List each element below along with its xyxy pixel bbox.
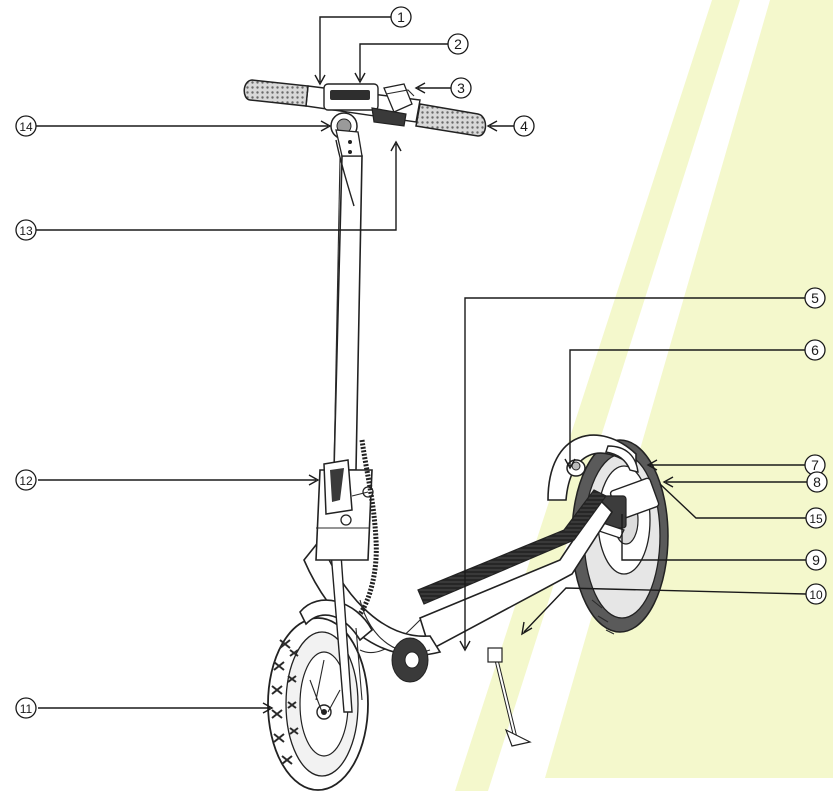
callout-2: 2 [447,33,469,55]
callout-4-label: 4 [520,118,528,134]
background-highlight [455,0,833,791]
leader-5 [464,297,805,648]
callout-7-label: 7 [811,457,819,473]
callout-12-label: 12 [19,474,33,488]
leader-10 [523,587,807,633]
callout-13-label: 13 [19,224,33,238]
callout-11-label: 11 [20,702,33,716]
handlebar [243,79,487,157]
arrowhead-7 [646,459,658,471]
leader-15 [659,483,806,519]
callout-5: 5 [804,287,826,309]
callout-15: 15 [805,507,827,529]
callout-3: 3 [450,77,472,99]
callout-14: 14 [15,115,37,137]
arrowhead-2 [354,72,366,84]
callout-markers: 1 2 3 4 5 6 7 8 [15,6,828,719]
callout-11: 11 [15,697,37,719]
callout-8-label: 8 [813,474,821,490]
arrowhead-1 [314,74,326,86]
callout-6-label: 6 [811,342,819,358]
callout-1: 1 [390,6,412,28]
leader-1 [319,16,391,82]
arrowhead-13 [390,140,402,152]
callout-13: 13 [15,219,37,241]
callout-10: 10 [805,583,827,605]
arrowhead-10 [521,621,533,636]
arrowhead-5 [459,640,471,652]
callout-2-label: 2 [454,36,462,52]
arrowhead-6 [564,458,576,470]
callout-1-label: 1 [397,9,405,25]
callout-3-label: 3 [457,80,465,96]
callout-4: 4 [513,115,535,137]
callout-10-label: 10 [809,588,823,602]
callout-8: 8 [806,471,828,493]
callout-6: 6 [804,339,826,361]
arrowhead-14 [320,120,332,132]
arrowhead-4 [486,120,498,132]
callout-9: 9 [805,549,827,571]
folding-latch [323,459,374,526]
leader-2 [359,43,448,80]
leader-lines [36,16,807,714]
callout-12: 12 [15,469,37,491]
callout-9-label: 9 [812,552,820,568]
leader-9 [621,514,806,561]
brake-cable [335,139,355,207]
arrowhead-8 [662,476,674,488]
leader-13 [36,144,397,231]
leader-6 [569,349,805,466]
coiled-cable [357,439,379,616]
kickstand [487,647,532,747]
callout-5-label: 5 [811,290,819,306]
callout-15-label: 15 [809,512,823,526]
arrowhead-11 [262,702,274,714]
front-wheel [267,617,369,791]
arrowhead-3 [414,82,426,94]
arrowhead-12 [308,474,320,486]
callout-14-label: 14 [19,120,33,134]
